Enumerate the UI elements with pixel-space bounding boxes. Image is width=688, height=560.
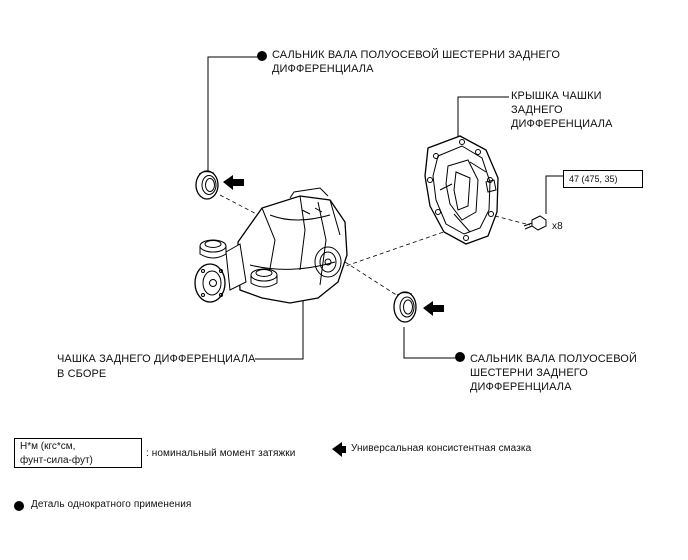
differential-cover-drawing [424, 135, 499, 245]
cover-label-line2: ЗАДНЕГО [511, 104, 563, 116]
torque-spec-box: 47 (475, 35) [563, 170, 643, 188]
cover-label-line3: ДИФФЕРЕНЦИАЛА [511, 118, 613, 130]
carrier-label-line1: ЧАШКА ЗАДНЕГО ДИФФЕРЕНЦИАЛА [57, 353, 256, 365]
legend-torque-desc: : номинальный момент затяжки [146, 448, 296, 459]
legend-unit-line2: фунт-сила-фут) [20, 455, 93, 466]
oil-seal-bottom-drawing [393, 291, 417, 323]
seal-top-label-line2: ДИФФЕРЕНЦИАЛА [272, 63, 374, 75]
non-reusable-dot-icon [455, 352, 465, 362]
leader-lines [207, 56, 563, 360]
legend-grease-desc: Универсальная консистентная смазка [351, 443, 532, 454]
seal-top-label-line1: САЛЬНИК ВАЛА ПОЛУОСЕВОЙ ШЕСТЕРНИ ЗАДНЕГО [272, 49, 560, 61]
legend-torque-unit-box: Н*м (кгс*см, фунт-сила-фут) [14, 438, 142, 468]
non-reusable-dot-icon [257, 51, 267, 61]
cover-label-line1: КРЫШКА ЧАШКИ [511, 90, 602, 102]
oil-seal-top-drawing [195, 170, 219, 200]
non-reusable-dot-icon [14, 501, 24, 511]
seal-bottom-label-line3: ДИФФЕРЕНЦИАЛА [470, 381, 572, 393]
legend-unit-line1: Н*м (кгс*см, [20, 441, 76, 452]
seal-bottom-label-line1: САЛЬНИК ВАЛА ПОЛУОСЕВОЙ [470, 353, 637, 365]
seal-bottom-label-line2: ШЕСТЕРНИ ЗАДНЕГО [470, 367, 588, 379]
bolt-drawing [523, 215, 547, 231]
carrier-label-line2: В СБОРЕ [57, 368, 107, 380]
bolt-count: x8 [552, 221, 563, 232]
legend-single-use-desc: Деталь однократного применения [31, 499, 192, 510]
grease-arrow-icon [223, 175, 444, 457]
differential-carrier-drawing [194, 187, 348, 304]
